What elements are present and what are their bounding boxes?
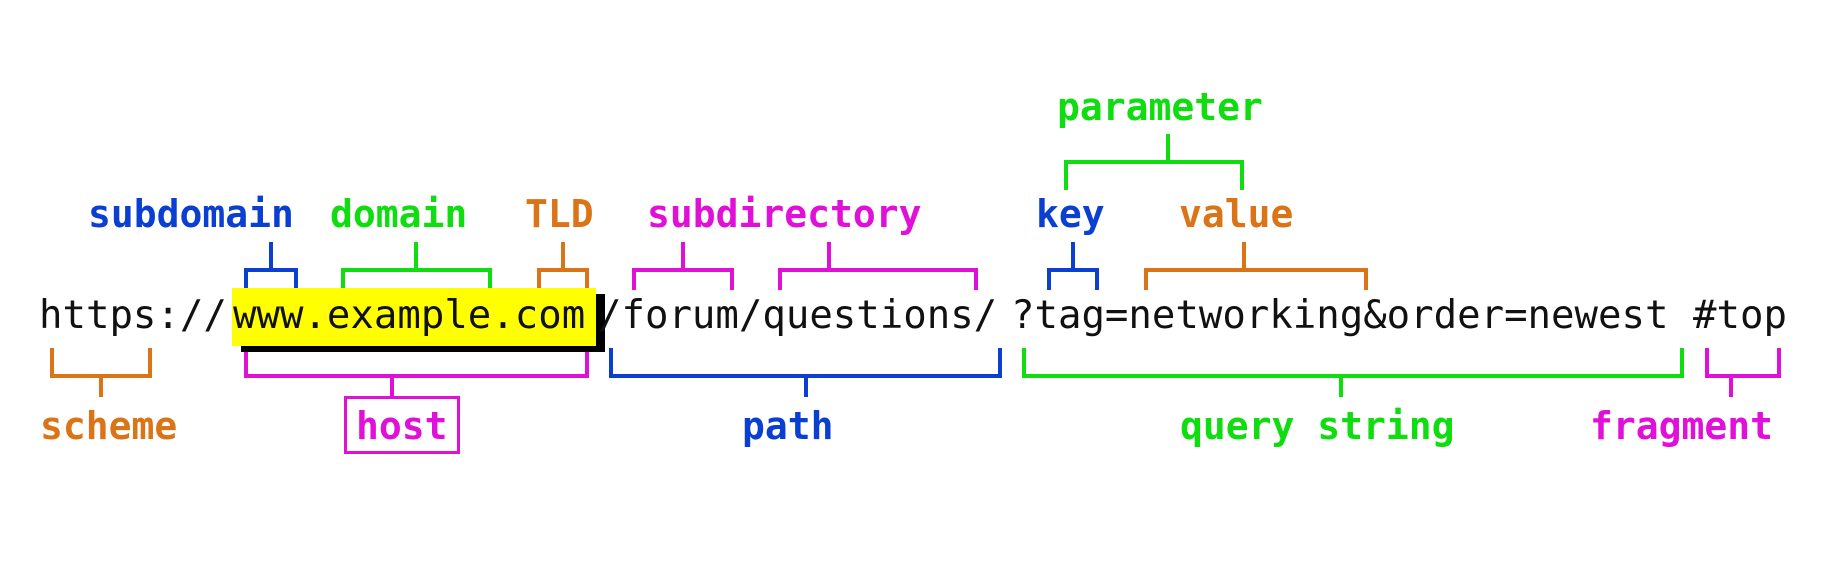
fragment-bracket (1705, 348, 1781, 397)
label-subdirectory: subdirectory (647, 192, 922, 236)
subdomain-bracket (244, 242, 298, 290)
label-fragment: fragment (1590, 404, 1774, 448)
url-fragment: #top (1693, 293, 1787, 338)
url-host: www.example.com (233, 293, 586, 338)
url-scheme: https:// (39, 293, 227, 338)
label-tld: TLD (525, 192, 594, 236)
domain-bracket (341, 242, 492, 290)
tld-bracket (537, 242, 589, 290)
label-subdomain: subdomain (88, 192, 294, 236)
query-string-bracket (1022, 348, 1684, 397)
subdirectory-bracket-questions (778, 242, 978, 290)
subdirectory-bracket-forum (632, 242, 734, 290)
host-highlight (232, 288, 596, 346)
label-path: path (742, 404, 834, 448)
scheme-bracket (50, 348, 152, 397)
url-query: ?tag=networking&order=newest (1011, 293, 1669, 338)
host-bracket (244, 348, 589, 397)
label-key: key (1036, 192, 1105, 236)
label-scheme: scheme (40, 404, 178, 448)
label-parameter: parameter (1057, 85, 1263, 129)
label-host: host (356, 404, 448, 448)
value-bracket (1144, 242, 1368, 290)
label-value: value (1179, 192, 1294, 236)
label-domain: domain (330, 192, 468, 236)
url-path: /forum/questions/ (598, 293, 998, 338)
key-bracket (1047, 242, 1099, 290)
path-bracket (609, 348, 1002, 397)
host-label-box (344, 396, 460, 454)
parameter-bracket (1064, 134, 1244, 190)
label-query-string: query string (1180, 404, 1455, 448)
